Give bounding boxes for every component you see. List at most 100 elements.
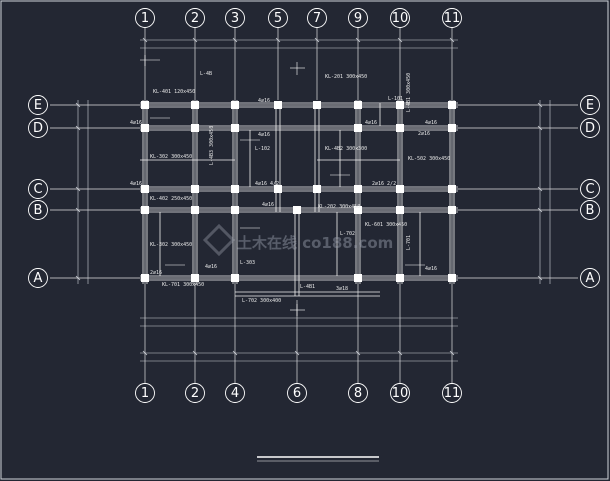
grid-bubble-label: 11 xyxy=(444,386,461,401)
rebar-label: 4⌀16 xyxy=(258,98,270,104)
grid-bubbles-right: ED CB A xyxy=(580,95,600,288)
watermark-text: 土木在线 co188.com xyxy=(237,234,393,252)
beam-label: L-702 xyxy=(340,231,355,237)
grid-bubble-label: 6 xyxy=(293,386,301,401)
grid-bubbles-left: ED CB A xyxy=(28,95,48,288)
beam-label: L-4B3 300x450 xyxy=(209,126,215,165)
beam-label: L-102 xyxy=(255,146,270,152)
grid-bubble-label: D xyxy=(585,121,595,136)
rebar-label: 4⌀16 4/2 xyxy=(255,181,279,187)
grid-bubble-col-2: 2 xyxy=(185,383,205,403)
grid-bubble-col-6: 6 xyxy=(287,383,307,403)
beam-label: L-101 xyxy=(388,96,403,102)
grid-bubble-col-10: 10 xyxy=(390,383,410,403)
grid-bubble-row-B: B xyxy=(28,200,48,220)
watermark: 土木在线 co188.com xyxy=(202,223,393,257)
grid-bubble-label: 11 xyxy=(444,11,461,26)
beam-label: L-4B1 300x450 xyxy=(406,73,412,112)
beam-label: L-4B xyxy=(200,71,212,77)
rebar-label: 2⌀16 xyxy=(150,270,162,276)
grid-bubble-label: 10 xyxy=(392,386,409,401)
beam-label: KL-4B2 300x300 xyxy=(325,146,367,152)
grid-bubble-col-11: 11 xyxy=(442,8,462,28)
grid-bubble-label: 1 xyxy=(141,11,149,26)
rebar-label: 2⌀16 xyxy=(418,131,430,137)
grid-bubbles-bottom: 1 2 4 6 8 10 11 xyxy=(135,383,462,403)
grid-bubble-row-E: E xyxy=(28,95,48,115)
grid-bubble-row-C: C xyxy=(28,179,48,199)
beam-label: KL-201 300x450 xyxy=(325,74,367,80)
columns xyxy=(141,101,456,282)
beam-label: L-702 300x400 xyxy=(242,298,281,304)
grid-bubble-label: 7 xyxy=(313,11,321,26)
grid-bubble-row-E: E xyxy=(580,95,600,115)
grid-bubble-label: 2 xyxy=(191,386,199,401)
grid-bubble-label: A xyxy=(586,271,595,286)
beam-label: KL-701 300x450 xyxy=(162,282,204,288)
beam-label: KL-601 300x450 xyxy=(365,222,407,228)
grid-bubble-label: B xyxy=(586,203,595,218)
grid-bubble-label: 10 xyxy=(392,11,409,26)
rebar-label: 4⌀16 xyxy=(425,266,437,272)
grid-bubble-label: 3 xyxy=(231,11,239,26)
grid-bubble-col-9: 9 xyxy=(348,8,368,28)
grid-bubble-label: D xyxy=(33,121,43,136)
grid-bubble-label: B xyxy=(34,203,43,218)
beam-label: L-701 xyxy=(406,235,412,250)
dimension-lines xyxy=(77,39,551,362)
beam-labels: KL-401 120x450 KL-201 300x450 L-4B1 300x… xyxy=(150,71,450,304)
grid-bubble-row-C: C xyxy=(580,179,600,199)
rebar-labels: 4⌀16 4⌀16 4⌀16 4⌀16 4⌀16 4⌀16 4⌀16 4/2 2… xyxy=(130,98,437,292)
grid-bubble-label: E xyxy=(586,98,594,113)
grid-bubble-col-10: 10 xyxy=(390,8,410,28)
rebar-label: 4⌀16 xyxy=(258,132,270,138)
rebar-label: 2⌀16 2/2 xyxy=(372,181,396,187)
title-underline xyxy=(257,456,379,462)
grid-bubble-col-2: 2 xyxy=(185,8,205,28)
beam-label: KL-302 300x450 xyxy=(150,154,192,160)
rebar-label: 4⌀16 xyxy=(130,120,142,126)
grid-bubble-label: 4 xyxy=(231,386,239,401)
grid-bubbles-top: 1 2 3 5 7 9 10 11 xyxy=(135,8,462,28)
grid-bubble-col-7: 7 xyxy=(307,8,327,28)
grid-bubble-label: 5 xyxy=(274,11,282,26)
grid-bubble-col-11: 11 xyxy=(442,383,462,403)
beam-label: KL-502 300x450 xyxy=(408,156,450,162)
rebar-detail-marks xyxy=(140,55,425,316)
beam-label: KL-402 250x450 xyxy=(150,196,192,202)
grid-bubble-label: 9 xyxy=(354,11,362,26)
grid-bubble-label: C xyxy=(585,182,594,197)
beam-label: KL-302 300x450 xyxy=(150,242,192,248)
dimension-ticks xyxy=(75,37,543,356)
grid-bubble-col-1: 1 xyxy=(135,383,155,403)
grid-bubble-label: C xyxy=(33,182,42,197)
grid-bubble-row-D: D xyxy=(28,118,48,138)
grid-bubble-label: 8 xyxy=(354,386,362,401)
grid-bubble-label: A xyxy=(34,271,43,286)
rebar-label: 4⌀16 xyxy=(425,120,437,126)
grid-bubble-row-A: A xyxy=(580,268,600,288)
grid-bubble-label: 2 xyxy=(191,11,199,26)
grid-bubble-row-B: B xyxy=(580,200,600,220)
grid-bubble-col-1: 1 xyxy=(135,8,155,28)
rebar-label: 4⌀16 xyxy=(365,120,377,126)
grid-bubble-col-4: 4 xyxy=(225,383,245,403)
beam-label: KL-401 120x450 xyxy=(153,89,195,95)
rebar-label: 3⌀18 xyxy=(336,286,348,292)
rebar-label: 4⌀16 xyxy=(205,264,217,270)
rebar-label: 4⌀16 xyxy=(262,202,274,208)
grid-bubble-col-5: 5 xyxy=(268,8,288,28)
beam-label: L-4B1 xyxy=(300,284,315,290)
grid-bubble-col-3: 3 xyxy=(225,8,245,28)
beam-label: L-303 xyxy=(240,260,255,266)
beam-label: KL-202 300x450 xyxy=(318,204,360,210)
grid-bubble-label: 1 xyxy=(141,386,149,401)
grid-bubble-col-8: 8 xyxy=(348,383,368,403)
grid-bubble-row-D: D xyxy=(580,118,600,138)
grid-bubble-row-A: A xyxy=(28,268,48,288)
grid-bubble-label: E xyxy=(34,98,42,113)
rebar-label: 4⌀16 xyxy=(130,181,142,187)
